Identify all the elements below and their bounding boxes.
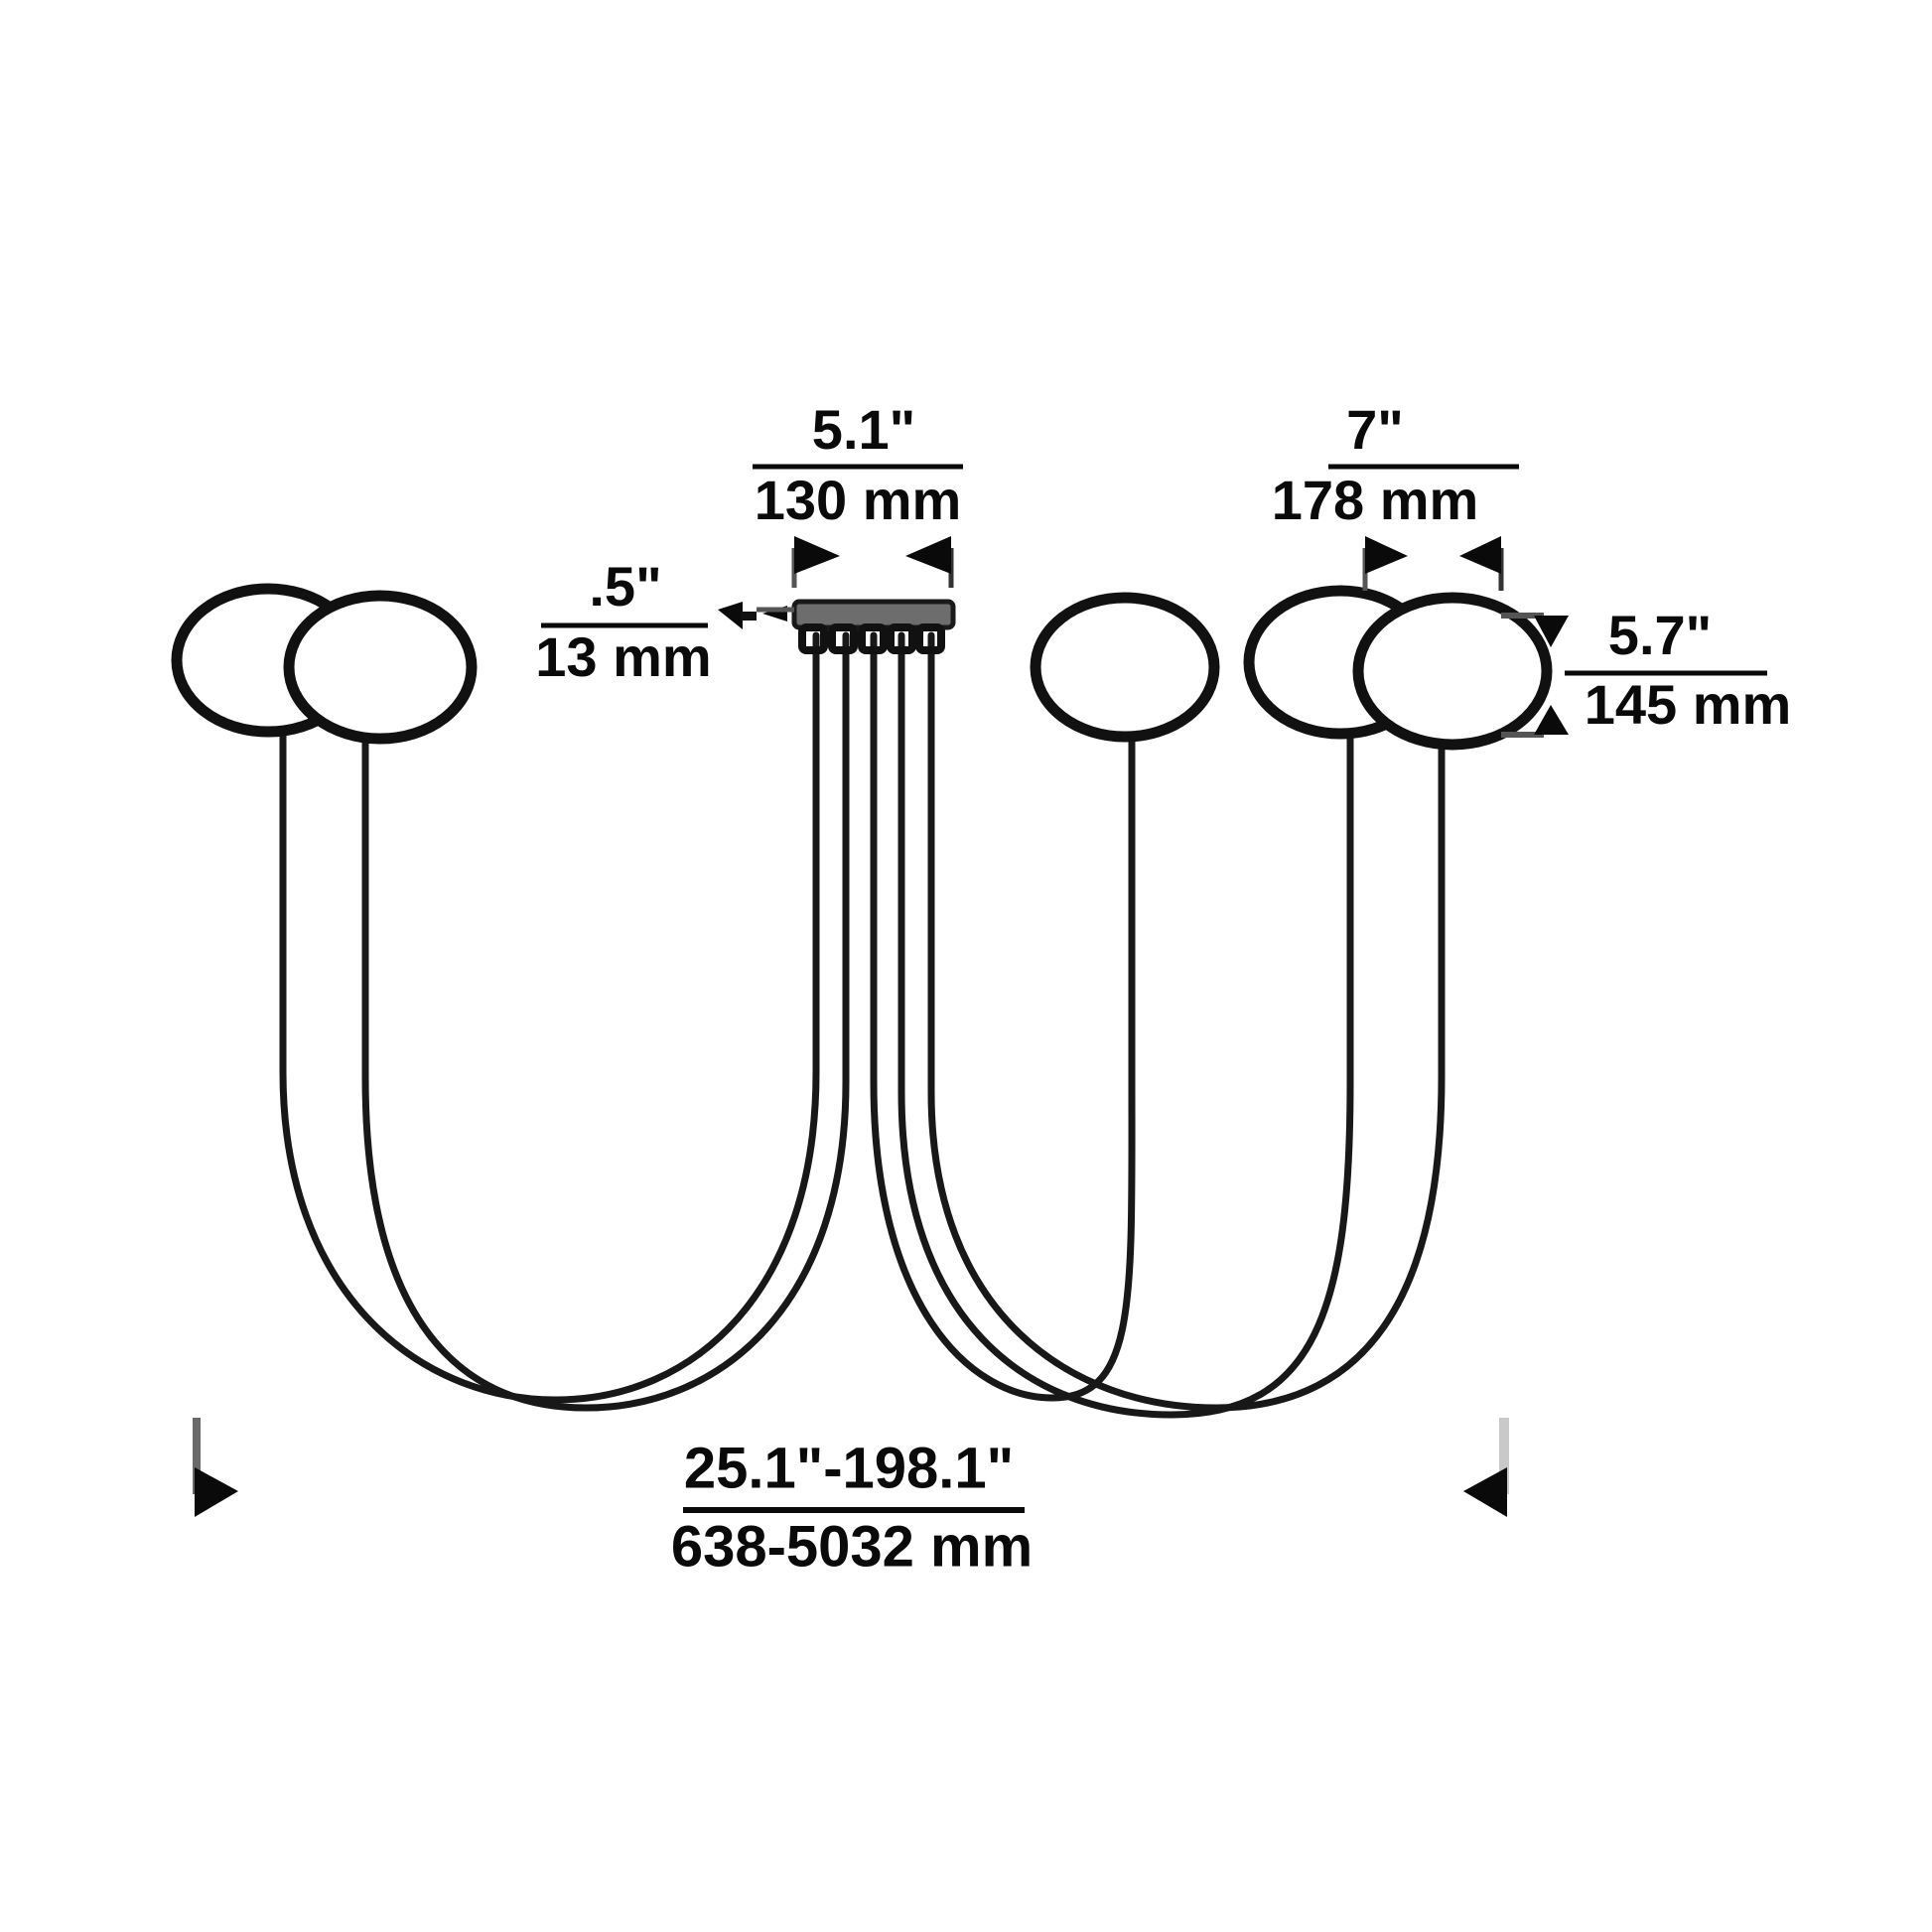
globe-center [1030, 592, 1220, 743]
globe-right-inner [1352, 592, 1553, 751]
globe-pair-imperial: 7" [1346, 398, 1404, 461]
overall-drop-arrowhead-left [195, 1467, 238, 1517]
canopy-thickness-imperial: .5" [589, 555, 661, 618]
globe-height-metric: 145 mm [1585, 673, 1792, 736]
canopy-width-arrowhead-left [794, 536, 840, 574]
globe-pair-metric: 178 mm [1272, 469, 1479, 531]
cable-3 [870, 631, 1136, 1402]
mounting-canopy [791, 599, 956, 654]
dimension-canopy-thickness: .5" 13 mm [535, 555, 794, 688]
globe-pair-arrowhead-right [1459, 536, 1501, 574]
globe-height-imperial: 5.7" [1608, 604, 1712, 666]
dimension-canopy-width: 5.1" 130 mm [753, 398, 963, 588]
canopy-cable-loops [798, 623, 945, 654]
cable-4 [897, 631, 1354, 1419]
canopy-width-imperial: 5.1" [812, 398, 915, 461]
canopy-thickness-leader [718, 602, 794, 629]
dimension-globe-height: 5.7" 145 mm [1501, 604, 1792, 738]
cable-2 [361, 631, 850, 1412]
overall-drop-metric: 638-5032 mm [671, 1514, 1033, 1579]
canopy-width-arrowhead-right [905, 536, 951, 574]
cable-5 [927, 631, 1446, 1412]
globe-height-arrowhead-up [1534, 705, 1569, 735]
canopy-width-metric: 130 mm [755, 469, 962, 531]
overall-drop-imperial: 25.1"-198.1" [684, 1436, 1014, 1500]
overall-drop-arrowhead-right [1463, 1467, 1507, 1517]
canopy-thickness-metric: 13 mm [535, 625, 711, 688]
cable-1 [279, 631, 820, 1404]
globe-height-arrowhead-down [1534, 616, 1569, 647]
globe-group [171, 583, 1553, 751]
pendant-cable-group [279, 631, 1446, 1419]
globe-pair-arrowhead-left [1365, 536, 1408, 574]
globe-left-inner [283, 590, 478, 745]
dimension-overall-drop: 25.1"-198.1" 638-5032 mm [193, 1418, 1509, 1579]
dimension-globe-pair-width: 7" 178 mm [1272, 398, 1519, 591]
